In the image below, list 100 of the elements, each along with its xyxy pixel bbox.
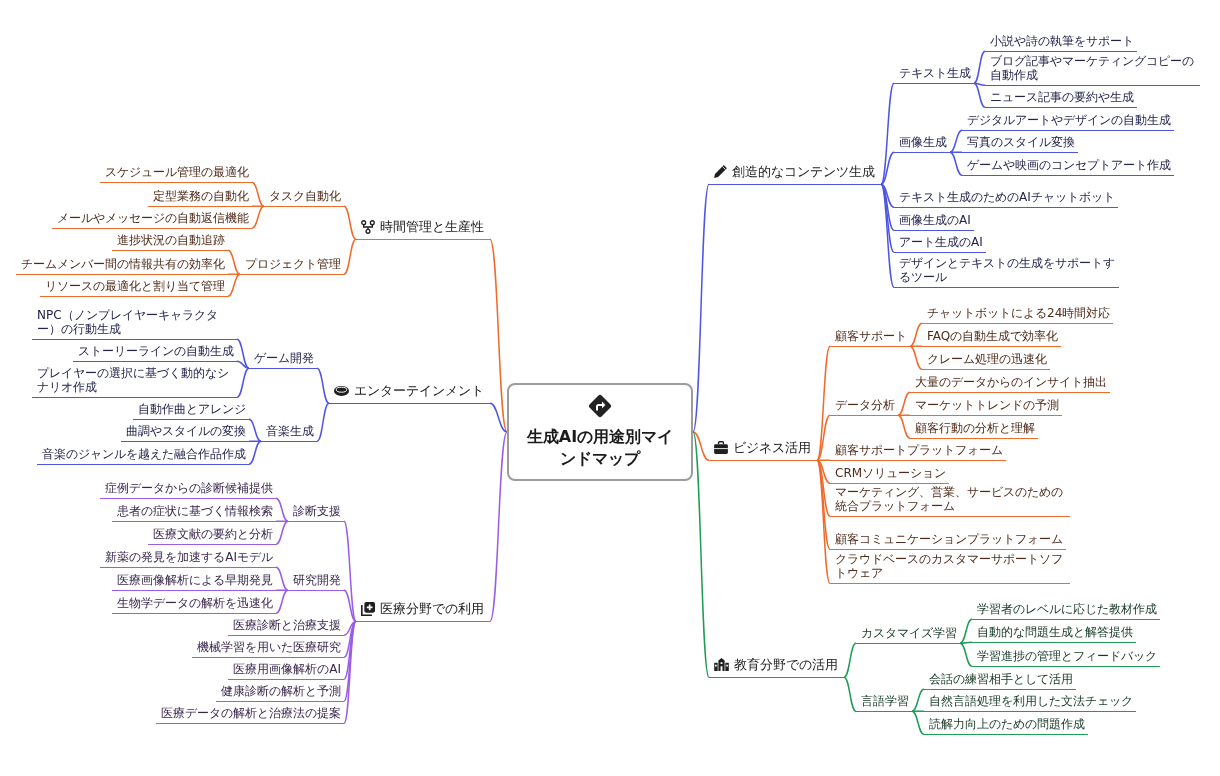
topic-label: ブログ記事やマーケティングコピーの自動作成 (990, 54, 1194, 83)
topic-label: 学習進捗の管理とフィードバック (977, 649, 1157, 664)
branch-connector (248, 440, 262, 465)
subtopic (288, 504, 344, 522)
topic-label: マーケティング、営業、サービスのための統合プラットフォーム (835, 485, 1063, 514)
branch-connector (236, 338, 250, 369)
topic-label: タスク自動化 (269, 189, 341, 204)
topic-label: 曲調やスタイルの変換 (126, 424, 246, 439)
subtopic (830, 329, 910, 347)
subtopic (894, 235, 986, 253)
topic-label: 患者の症状に基づく情報検索 (117, 504, 273, 519)
subtopic (261, 424, 317, 442)
subtopic (985, 34, 1137, 52)
branch-connector (248, 418, 262, 442)
topic-label: 進捗状況の自動追跡 (117, 233, 225, 248)
branch-connector (275, 589, 289, 614)
topic-label: 機械学習を用いた医療研究 (197, 640, 341, 655)
subtopic (894, 190, 1118, 208)
subtopic (121, 424, 249, 442)
branch-connector (973, 50, 986, 84)
topic-label: 新薬の発見を加速するAIモデル (105, 550, 273, 565)
subtopic (922, 352, 1050, 370)
subtopic (856, 694, 912, 712)
subtopic (910, 421, 1038, 439)
topic-label: 画像生成 (899, 135, 947, 150)
subtopic (972, 649, 1160, 667)
branch-connector (911, 710, 925, 712)
branch-connector (343, 589, 357, 622)
subtopic (830, 443, 1006, 461)
topic-label: プロジェクト管理 (245, 257, 341, 272)
subtopic (962, 158, 1174, 176)
branch-connector (236, 360, 250, 369)
topic-label: 生物学データの解析を迅速化 (117, 596, 273, 611)
topic-label: リソースの最適化と割り当て管理 (45, 279, 225, 294)
branch-connector (959, 641, 973, 644)
branch-connector (843, 676, 857, 712)
branch-connector (275, 589, 289, 591)
subtopic (100, 165, 252, 183)
subtopic (972, 625, 1136, 643)
subtopic (32, 308, 237, 340)
branch-label: 時間管理と生産性 (380, 218, 484, 235)
branch-connector (343, 205, 357, 240)
branch-connector (489, 431, 508, 622)
branch-connector (316, 367, 330, 404)
topic-label: 医療用画像解析のAI (233, 662, 341, 677)
subtopic (264, 189, 344, 207)
subtopic (894, 213, 974, 231)
subtopic (830, 532, 1066, 550)
topic-label: 顧客サポートプラットフォーム (835, 443, 1003, 458)
subtopic (985, 90, 1137, 108)
subtopic (924, 694, 1136, 712)
topic-label: 診断支援 (293, 504, 341, 519)
topic-label: デジタルアートやデザインの自動生成 (967, 113, 1171, 128)
subtopic (32, 366, 237, 398)
branch-label: 医療分野での利用 (380, 600, 484, 617)
topic-label: クレーム処理の迅速化 (927, 352, 1047, 367)
subtopic (894, 135, 950, 153)
topic-label: アート生成のAI (899, 235, 983, 250)
subtopic (133, 402, 249, 420)
topic-label: ストーリーラインの自動生成 (78, 344, 234, 359)
topic-label: ゲーム開発 (254, 351, 314, 366)
topic-label: 自動作曲とアレンジ (138, 402, 246, 417)
branch-connector (897, 414, 911, 439)
topic-label: カスタマイズ学習 (861, 626, 957, 641)
branch-connector (343, 620, 357, 658)
branch-connector (251, 205, 265, 207)
branch-connector (949, 151, 963, 176)
subtopic (40, 279, 228, 297)
subtopic (100, 550, 276, 568)
topic-label: 研究開発 (293, 573, 341, 588)
subtopic (910, 398, 1062, 416)
branch-connector (897, 414, 911, 416)
subtopic (962, 113, 1174, 131)
branch-connector (692, 431, 710, 461)
branch-connector (275, 520, 289, 545)
subtopic (100, 481, 276, 499)
branch-connector (909, 345, 923, 370)
central-topic-box (507, 383, 693, 481)
subtopic (240, 257, 344, 275)
branch-connector (251, 181, 265, 207)
topic-label: クラウドベースのカスタマーサポートソフトウェア (835, 552, 1063, 581)
branch-connector (316, 402, 330, 442)
topic-label: 読解力向上のための問題作成 (929, 717, 1085, 732)
topic-label: チームメンバー間の情報共有の効率化 (21, 257, 225, 272)
branch-connector (227, 273, 241, 297)
subtopic (112, 233, 228, 251)
branch-connector (880, 183, 895, 253)
branch-connector (880, 183, 895, 231)
branch-connector (949, 129, 963, 153)
topic-label: 医療画像解析による早期発見 (117, 573, 273, 588)
branch-label: 創造的なコンテンツ生成 (732, 163, 875, 180)
branch-connector (227, 249, 241, 275)
subtopic (112, 596, 276, 614)
branch-connector (843, 642, 857, 678)
branch-connector (275, 520, 289, 522)
branch-connector (816, 459, 831, 461)
topic-label: 音楽のジャンルを越えた融合作品作成 (42, 447, 246, 462)
branch-connector (911, 688, 925, 712)
branch-connector (489, 402, 508, 433)
subtopic (37, 447, 249, 465)
